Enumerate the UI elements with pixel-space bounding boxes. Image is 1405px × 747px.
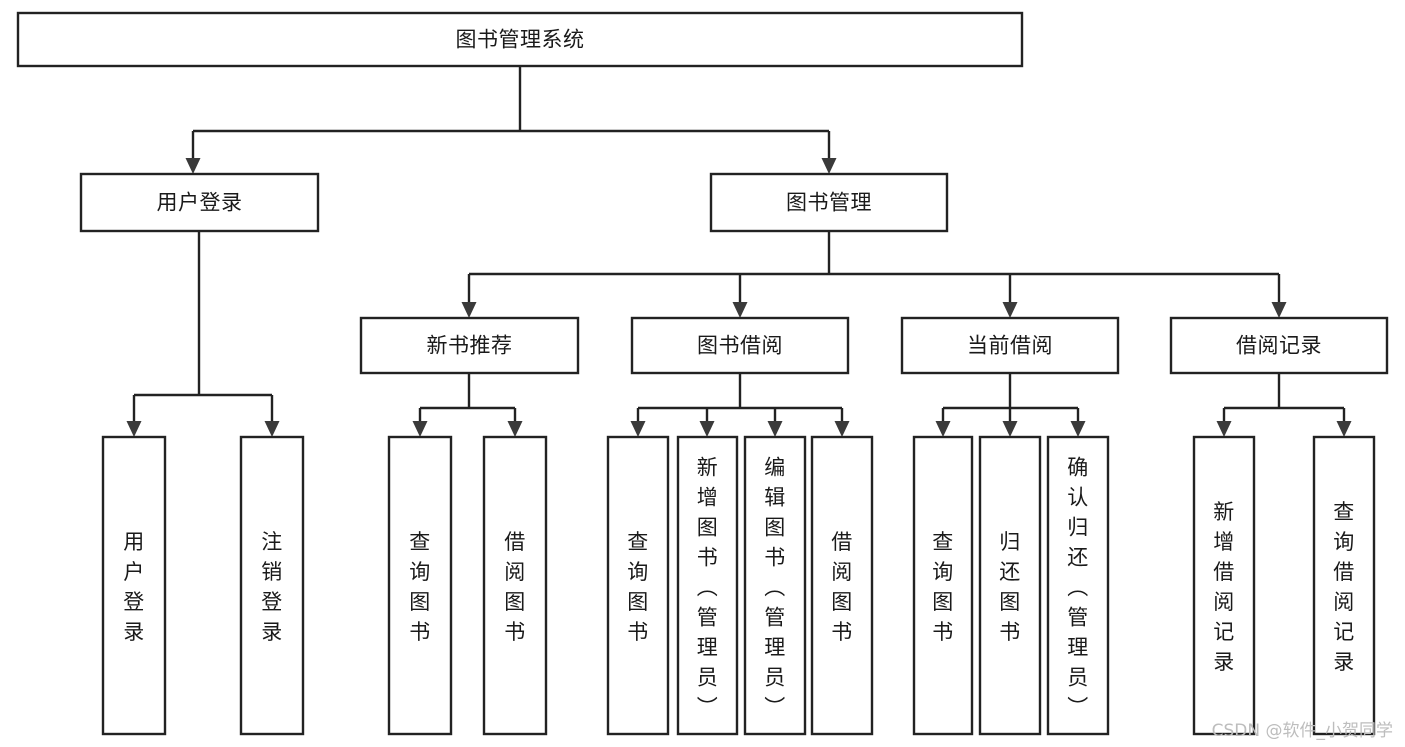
- connector-borrow-to-leaves: [630, 373, 850, 437]
- node-label: 新增图书︵管理员︶: [697, 455, 719, 719]
- node-box[interactable]: [810, 435, 874, 736]
- arrow-head-icon: [1002, 302, 1018, 318]
- node-leaf-confirm-return-admin[interactable]: 确认归还︵管理员︶: [1046, 435, 1110, 736]
- node-label: 查询借阅记录: [1333, 500, 1355, 674]
- node-box[interactable]: [900, 316, 1120, 375]
- node-label: 图书管理: [786, 191, 872, 215]
- connector-current-to-leaves: [935, 373, 1086, 437]
- node-label: 图书管理系统: [456, 28, 585, 52]
- node-leaf-user-logout[interactable]: 注销登录: [239, 435, 305, 736]
- node-box[interactable]: [743, 435, 807, 736]
- node-borrow-record[interactable]: 借阅记录: [1169, 316, 1389, 375]
- node-box[interactable]: [676, 435, 739, 736]
- node-leaf-return-book[interactable]: 归还图书: [978, 435, 1042, 736]
- node-book-manage[interactable]: 图书管理: [709, 172, 949, 233]
- node-leaf-borrow-book-recommend[interactable]: 借阅图书: [482, 435, 548, 736]
- arrow-head-icon: [699, 421, 715, 437]
- node-leaf-query-borrow-record[interactable]: 查询借阅记录: [1312, 435, 1376, 736]
- node-label: 编辑图书︵管理员︶: [764, 455, 786, 719]
- connector-bookmanage-to-level3: [461, 231, 1287, 318]
- connector-recommend-to-leaves: [412, 373, 523, 437]
- node-root[interactable]: 图书管理系统: [16, 11, 1024, 68]
- arrow-head-icon: [1336, 421, 1352, 437]
- node-label: 用户登录: [123, 530, 145, 644]
- node-leaf-query-book-recommend[interactable]: 查询图书: [387, 435, 453, 736]
- node-layer: 图书管理系统用户登录图书管理新书推荐图书借阅当前借阅借阅记录用户登录注销登录查询…: [16, 11, 1389, 736]
- arrow-head-icon: [732, 302, 748, 318]
- node-box[interactable]: [16, 11, 1024, 68]
- node-label: 借阅图书: [831, 530, 853, 644]
- node-label: 新增借阅记录: [1213, 500, 1235, 674]
- node-label: 用户登录: [157, 191, 243, 215]
- node-box[interactable]: [101, 435, 167, 736]
- connector-record-to-leaves: [1216, 373, 1352, 437]
- arrow-head-icon: [834, 421, 850, 437]
- node-box[interactable]: [1312, 435, 1376, 736]
- node-label: 确认归还︵管理员︶: [1067, 455, 1089, 719]
- connector-root-to-level2: [185, 66, 837, 174]
- arrow-head-icon: [1216, 421, 1232, 437]
- node-book-borrow[interactable]: 图书借阅: [630, 316, 850, 375]
- node-leaf-user-login[interactable]: 用户登录: [101, 435, 167, 736]
- arrow-head-icon: [767, 421, 783, 437]
- arrow-head-icon: [1070, 421, 1086, 437]
- node-box[interactable]: [79, 172, 320, 233]
- node-leaf-add-book-admin[interactable]: 新增图书︵管理员︶: [676, 435, 739, 736]
- node-box[interactable]: [606, 435, 670, 736]
- arrow-head-icon: [821, 158, 837, 174]
- node-new-book-recommend[interactable]: 新书推荐: [359, 316, 580, 375]
- node-box[interactable]: [709, 172, 949, 233]
- arrow-head-icon: [264, 421, 280, 437]
- arrow-head-icon: [935, 421, 951, 437]
- node-label: 归还图书: [999, 530, 1021, 644]
- node-box[interactable]: [239, 435, 305, 736]
- arrow-head-icon: [1002, 421, 1018, 437]
- node-label: 注销登录: [261, 530, 283, 644]
- node-box[interactable]: [1169, 316, 1389, 375]
- node-box[interactable]: [482, 435, 548, 736]
- node-box[interactable]: [1192, 435, 1256, 736]
- node-leaf-edit-book-admin[interactable]: 编辑图书︵管理员︶: [743, 435, 807, 736]
- node-box[interactable]: [912, 435, 974, 736]
- node-leaf-query-book-borrow[interactable]: 查询图书: [606, 435, 670, 736]
- arrow-head-icon: [461, 302, 477, 318]
- node-user-login[interactable]: 用户登录: [79, 172, 320, 233]
- node-label: 查询图书: [627, 530, 649, 644]
- arrow-head-icon: [126, 421, 142, 437]
- node-box[interactable]: [387, 435, 453, 736]
- node-label: 图书借阅: [697, 334, 783, 358]
- node-box[interactable]: [630, 316, 850, 375]
- arrow-head-icon: [185, 158, 201, 174]
- node-label: 借阅图书: [504, 530, 526, 644]
- node-label: 借阅记录: [1236, 334, 1322, 358]
- node-box[interactable]: [1046, 435, 1110, 736]
- node-label: 查询图书: [932, 530, 954, 644]
- arrow-head-icon: [507, 421, 523, 437]
- connector-layer: [126, 66, 1352, 437]
- arrow-head-icon: [1271, 302, 1287, 318]
- node-label: 查询图书: [409, 530, 431, 644]
- node-label: 当前借阅: [967, 334, 1053, 358]
- arrow-head-icon: [630, 421, 646, 437]
- arrow-head-icon: [412, 421, 428, 437]
- node-leaf-add-borrow-record[interactable]: 新增借阅记录: [1192, 435, 1256, 736]
- node-current-borrow[interactable]: 当前借阅: [900, 316, 1120, 375]
- node-leaf-query-book-current[interactable]: 查询图书: [912, 435, 974, 736]
- node-box[interactable]: [978, 435, 1042, 736]
- node-box[interactable]: [359, 316, 580, 375]
- node-label: 新书推荐: [427, 334, 513, 358]
- connector-userlogin-to-leaves: [126, 231, 280, 437]
- node-leaf-borrow-book[interactable]: 借阅图书: [810, 435, 874, 736]
